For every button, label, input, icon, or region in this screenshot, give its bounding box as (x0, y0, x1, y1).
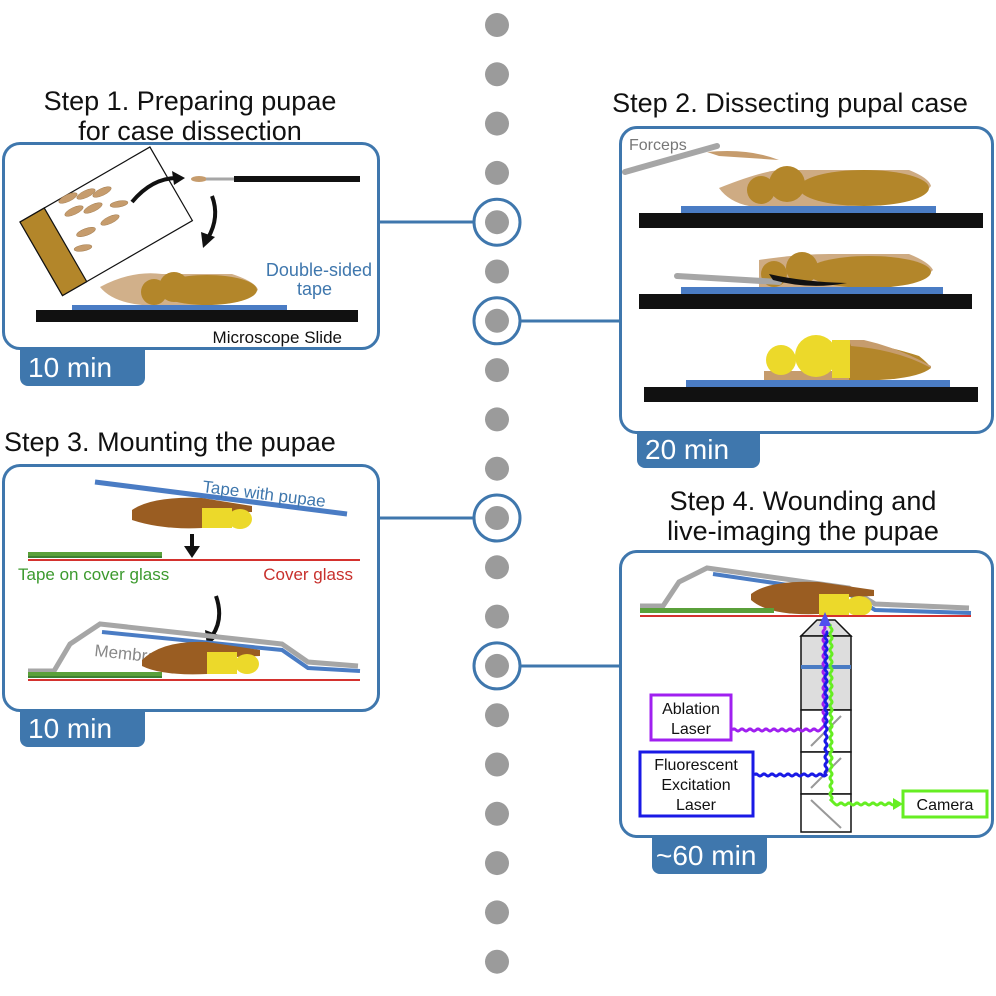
dissection-row-1 (622, 143, 983, 228)
label-cover-glass: Cover glass (263, 565, 353, 584)
forceps-icon (622, 143, 720, 175)
mounted-pupa (751, 581, 874, 616)
step4-illustration: Ablation Laser Fluorescent Excitation La… (638, 565, 989, 833)
step4-title-line2: live-imaging the pupae (667, 516, 939, 546)
tape-on-cover-glass (640, 608, 774, 613)
mounted-pupa-bottom (142, 641, 260, 675)
ablation-laser-box (649, 693, 733, 742)
mirror-3 (810, 799, 842, 829)
timeline-dot (485, 62, 509, 87)
timeline-dot (485, 160, 509, 185)
timeline-dot (485, 752, 509, 777)
timeline-dot (485, 555, 509, 580)
step2-panel: Forceps (619, 126, 994, 434)
timeline-dot (485, 653, 509, 678)
ablation-laser-label-2: Laser (671, 721, 712, 738)
membrane-line (28, 621, 359, 674)
step3-illustration: Tape with pupae Tape on cover glass Cove… (18, 477, 361, 681)
arrow-down-2 (210, 595, 222, 638)
step4-title-line1: Step 4. Wounding and (669, 486, 937, 516)
step1-title-line2: for case dissection (78, 116, 302, 146)
excitation-laser-label-2: Excitation (661, 777, 730, 794)
pupae-in-vial (58, 186, 129, 252)
step4-panel: Ablation Laser Fluorescent Excitation La… (619, 550, 994, 838)
excitation-laser-label-1: Fluorescent (654, 757, 738, 774)
arrow-down (206, 195, 218, 239)
brush-handle (234, 176, 360, 182)
microscope-objective (799, 619, 853, 833)
microscope-slide (36, 310, 358, 322)
step4-duration-badge: ~60 min (652, 838, 767, 874)
arrow-to-brush (130, 176, 178, 204)
brush-tip (206, 177, 234, 181)
ablation-laser-label-1: Ablation (662, 701, 720, 718)
step1-title-line1: Step 1. Preparing pupae (43, 86, 337, 116)
step2-illustration: Forceps (622, 137, 983, 402)
timeline-dot (485, 456, 509, 481)
timeline-dot (485, 851, 509, 876)
step1-panel: Double-sided tape Microscope Slide (2, 142, 380, 350)
beam-focus-arrow (819, 612, 831, 626)
forceps-icon-2 (674, 273, 782, 285)
mounted-pupa-top (132, 497, 252, 529)
step2-title: Step 2. Dissecting pupal case (612, 88, 968, 118)
camera-box (901, 789, 989, 819)
camera-arrow (893, 798, 903, 810)
dissection-row-3 (644, 335, 978, 402)
step4-title: Step 4. Wounding and live-imaging the pu… (610, 486, 996, 546)
label-double-sided-tape: Double-sided (266, 260, 372, 280)
timeline-dot (485, 13, 509, 37)
dissection-row-2 (639, 252, 972, 309)
tape-with-pupae-strip (94, 479, 348, 517)
step3-title: Step 3. Mounting the pupae (4, 427, 336, 457)
step1-duration-badge: 10 min (20, 350, 145, 386)
excitation-laser-label-3: Laser (676, 797, 717, 814)
step1-title: Step 1. Preparing pupae for case dissect… (0, 86, 380, 146)
step3-duration-badge: 10 min (20, 711, 145, 747)
ablation-beam (730, 624, 827, 733)
camera-beam (828, 622, 897, 807)
label-tape-on-cover-glass: Tape on cover glass (18, 565, 169, 584)
timeline-dot (485, 358, 509, 383)
tape-mounted (101, 630, 361, 673)
timeline-dot (485, 703, 509, 728)
step2-duration-badge: 20 min (637, 432, 760, 468)
timeline-dot (485, 210, 509, 235)
timeline-dot (485, 111, 509, 136)
pupa-on-slide (100, 272, 258, 305)
pupa-on-brush (191, 176, 207, 182)
tape-on-cover-glass-strip (28, 552, 162, 556)
timeline-dot (485, 308, 509, 333)
step3-panel: Tape with pupae Tape on cover glass Cove… (2, 464, 380, 712)
tape-on-cover-glass-mounted (28, 672, 162, 676)
timeline-dot (485, 949, 509, 974)
excitation-laser-box (638, 750, 755, 818)
timeline-dot (485, 407, 509, 432)
timeline-dot (485, 506, 509, 530)
label-tape: tape (297, 279, 332, 299)
timeline-dot (485, 604, 509, 629)
timeline-dot (485, 801, 509, 826)
excitation-beam (752, 629, 829, 778)
double-sided-tape (72, 305, 287, 310)
label-microscope-slide: Microscope Slide (213, 328, 342, 347)
timeline-dot (485, 900, 509, 925)
timeline-dot (485, 259, 509, 284)
membrane-line (640, 565, 970, 611)
step1-illustration: Double-sided tape Microscope Slide (19, 146, 372, 347)
camera-label: Camera (917, 797, 974, 814)
label-forceps: Forceps (629, 137, 687, 154)
